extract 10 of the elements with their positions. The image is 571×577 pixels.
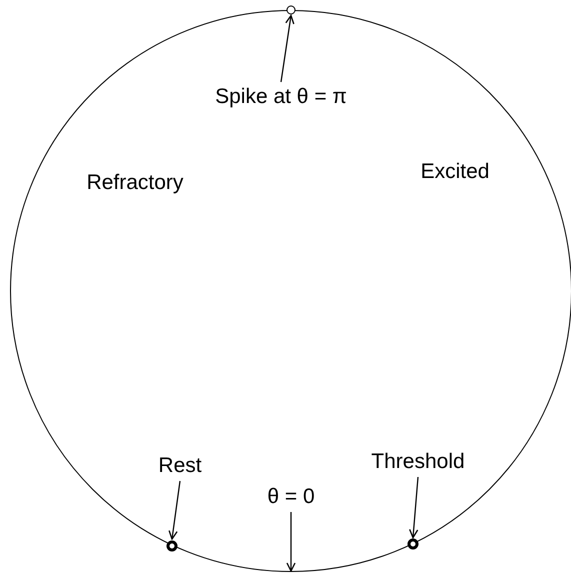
leader-arrow — [168, 480, 181, 540]
state-label: Threshold — [371, 450, 465, 474]
phase-label: θ = 0 — [267, 485, 315, 509]
leader-arrow — [286, 512, 296, 572]
region-label: Refractory — [86, 171, 184, 195]
state-label: Spike at θ = π — [215, 85, 347, 109]
leader-arrow — [409, 476, 419, 538]
region-label: Excited — [420, 160, 490, 184]
leader-arrow — [280, 14, 294, 82]
state-label: Rest — [158, 454, 202, 478]
